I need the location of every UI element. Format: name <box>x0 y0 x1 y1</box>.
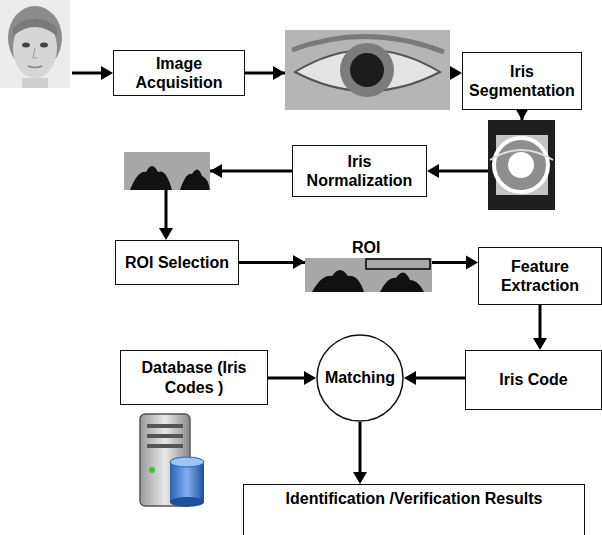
roi-iris-strip <box>305 258 432 292</box>
node-label: Matching <box>325 368 395 387</box>
process-box: Image Acquisition <box>113 50 245 96</box>
node-label: Identification /Verification Results <box>279 489 549 508</box>
connector-line <box>268 377 304 380</box>
arrowhead <box>404 371 416 385</box>
face-photo <box>0 0 70 88</box>
arrowhead <box>159 228 173 240</box>
connector-line <box>359 422 362 472</box>
segmented-eye-photo <box>488 120 555 210</box>
flow-connector <box>353 422 367 484</box>
flow-arrowhead <box>293 255 305 269</box>
connector-line <box>539 305 542 338</box>
arrowhead <box>353 472 367 484</box>
flow-arrow <box>72 66 113 80</box>
arrowhead <box>304 371 316 385</box>
arrowhead <box>427 164 439 178</box>
process-box: Iris Normalization <box>292 145 427 197</box>
arrowhead <box>466 256 478 270</box>
connector-line <box>416 377 465 380</box>
normalized-iris-strip <box>124 152 210 190</box>
node-label: Iris Normalization <box>299 152 420 190</box>
flow-connector <box>268 371 316 385</box>
node-label: Iris Code <box>499 370 567 389</box>
flow-arrowhead <box>210 164 222 178</box>
eye-photo <box>285 30 450 110</box>
node-label: Feature Extraction <box>485 257 595 295</box>
node-label: Image Acquisition <box>120 54 238 92</box>
node-label: Database (Iris Codes ) <box>127 358 261 396</box>
database-box: Database (Iris Codes ) <box>120 350 268 405</box>
arrowhead <box>533 338 547 350</box>
arrowhead <box>450 66 462 80</box>
process-box: ROI Selection <box>115 240 239 285</box>
process-box: Iris Code <box>465 350 602 410</box>
result-box: Identification /Verification Results <box>243 484 585 535</box>
process-box: Feature Extraction <box>478 247 602 305</box>
flow-connector <box>404 371 465 385</box>
process-box: Iris Segmentation <box>462 52 582 110</box>
matching-circle: Matching <box>316 334 404 422</box>
flow-arrowhead <box>273 66 285 80</box>
node-label: Iris Segmentation <box>469 62 575 100</box>
flow-connector <box>533 305 547 350</box>
node-label: ROI Selection <box>125 253 229 272</box>
server-icon <box>140 414 204 507</box>
region-label: ROI <box>352 239 380 257</box>
